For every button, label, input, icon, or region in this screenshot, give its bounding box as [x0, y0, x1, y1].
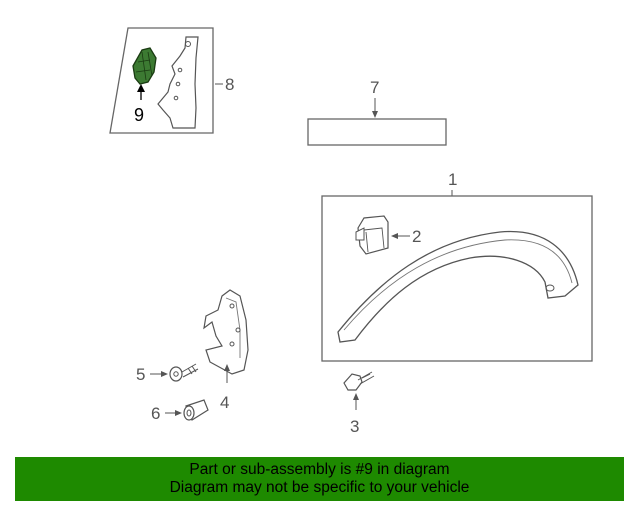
part-3-screw[interactable]: 3: [343, 371, 375, 436]
parts-diagram: 9 8 7 1 2 3: [109, 27, 593, 436]
callout-1: 1: [448, 170, 457, 189]
inset-box-8: 9 8: [109, 27, 234, 134]
part-9-highlight[interactable]: [132, 47, 157, 85]
callout-9: 9: [134, 105, 144, 125]
banner-line-1: Part or sub-assembly is #9 in diagram: [189, 461, 450, 478]
callout-4: 4: [220, 393, 229, 412]
callout-3: 3: [350, 417, 359, 436]
part-1-wheel-flare[interactable]: [337, 230, 579, 343]
callout-7: 7: [370, 78, 379, 97]
callout-6: 6: [151, 404, 160, 423]
part-5-screw[interactable]: 5: [136, 363, 199, 384]
callout-5: 5: [136, 365, 145, 384]
part-1-assembly: 1 2: [321, 170, 593, 362]
callout-8: 8: [225, 75, 234, 94]
callout-2: 2: [412, 227, 421, 246]
part-4-mudflap[interactable]: 4: [203, 289, 249, 412]
part-2-clip[interactable]: [355, 215, 389, 255]
info-banner: Part or sub-assembly is #9 in diagram Di…: [15, 457, 624, 501]
part-6-grommet[interactable]: 6: [151, 399, 209, 423]
banner-line-2: Diagram may not be specific to your vehi…: [169, 479, 470, 496]
part-7[interactable]: 7: [307, 78, 447, 146]
